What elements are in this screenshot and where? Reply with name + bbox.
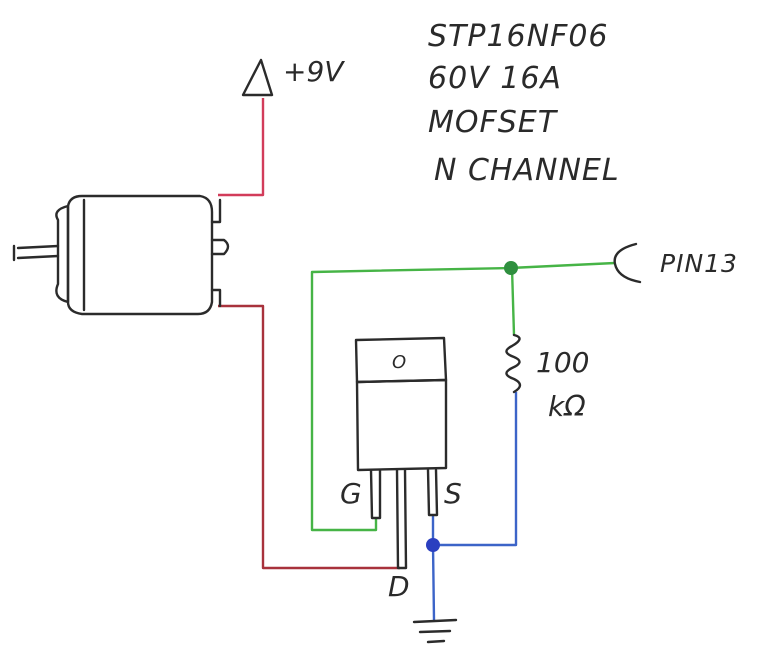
drain-label: D <box>388 570 410 603</box>
ground-icon <box>412 618 458 644</box>
gate-wire <box>310 261 616 532</box>
resistor-unit: kΩ <box>548 390 586 423</box>
supply-label: +9V <box>283 55 345 88</box>
resistor-icon <box>505 333 522 394</box>
resistor-value: 100 <box>536 346 589 379</box>
source-label: S <box>444 477 462 510</box>
mosfet-to220-icon <box>354 336 448 570</box>
dc-motor-icon <box>12 194 230 316</box>
drain-wire <box>218 304 400 570</box>
resistor-bottom-lead <box>433 392 518 547</box>
channel-note: N CHANNEL <box>434 153 620 188</box>
rating-note: 60V 16A <box>428 61 562 96</box>
pin-label: PIN13 <box>660 249 738 278</box>
part-number-note: STP16NF06 <box>428 19 609 54</box>
type-note: MOFSET <box>428 105 559 140</box>
pin-connector-icon <box>613 242 642 284</box>
mosfet-tab-label: O <box>392 352 406 373</box>
power-wire <box>218 98 265 197</box>
gate-label: G <box>340 477 362 510</box>
ground-wire <box>431 515 436 621</box>
power-arrow-icon <box>241 58 274 97</box>
source-junction-dot <box>426 538 440 552</box>
resistor-top-lead <box>510 267 516 336</box>
gate-junction-dot <box>504 261 518 275</box>
